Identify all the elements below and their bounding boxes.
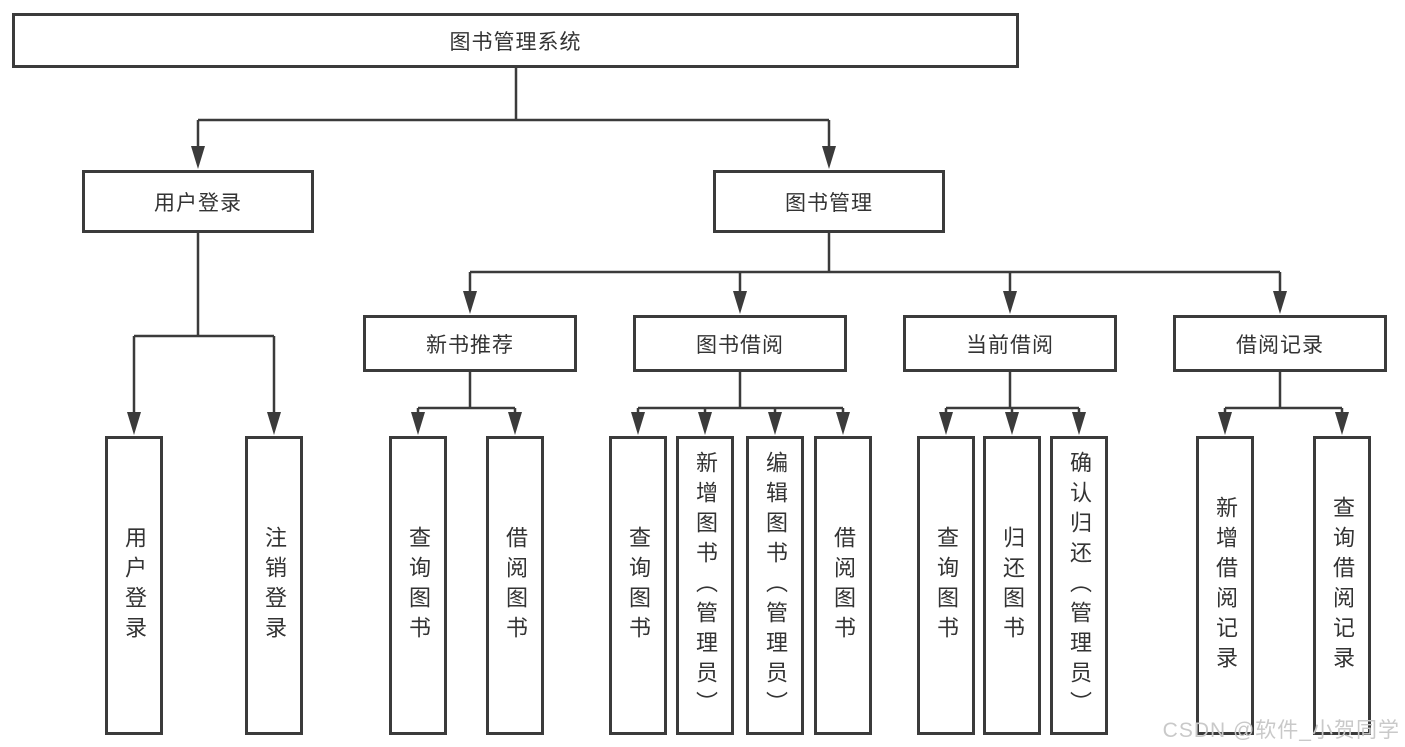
node-library-management-system: 图书管理系统 [12, 13, 1019, 68]
node-current-borrow: 当前借阅 [903, 315, 1117, 372]
node-leaf-query-books-current: 查询图书 [917, 436, 975, 735]
node-leaf-query-books-recommend: 查询图书 [389, 436, 447, 735]
node-leaf-add-book-admin: 新增图书（管理员） [676, 436, 734, 735]
watermark: CSDN @软件_小贺同学 [1162, 719, 1400, 742]
node-leaf-logout: 注销登录 [245, 436, 303, 735]
node-leaf-return-books: 归还图书 [983, 436, 1041, 735]
node-book-management: 图书管理 [713, 170, 945, 233]
node-leaf-borrow-books: 借阅图书 [814, 436, 872, 735]
node-leaf-confirm-return-admin: 确认归还（管理员） [1050, 436, 1108, 735]
node-leaf-add-borrow-record: 新增借阅记录 [1196, 436, 1254, 735]
node-leaf-user-login: 用户登录 [105, 436, 163, 735]
node-user-login: 用户登录 [82, 170, 314, 233]
node-leaf-query-borrow-record: 查询借阅记录 [1313, 436, 1371, 735]
node-leaf-borrow-books-recommend: 借阅图书 [486, 436, 544, 735]
node-book-borrow: 图书借阅 [633, 315, 847, 372]
node-new-book-recommend: 新书推荐 [363, 315, 577, 372]
node-leaf-edit-book-admin: 编辑图书（管理员） [746, 436, 804, 735]
node-leaf-query-books-borrow: 查询图书 [609, 436, 667, 735]
node-borrow-records: 借阅记录 [1173, 315, 1387, 372]
